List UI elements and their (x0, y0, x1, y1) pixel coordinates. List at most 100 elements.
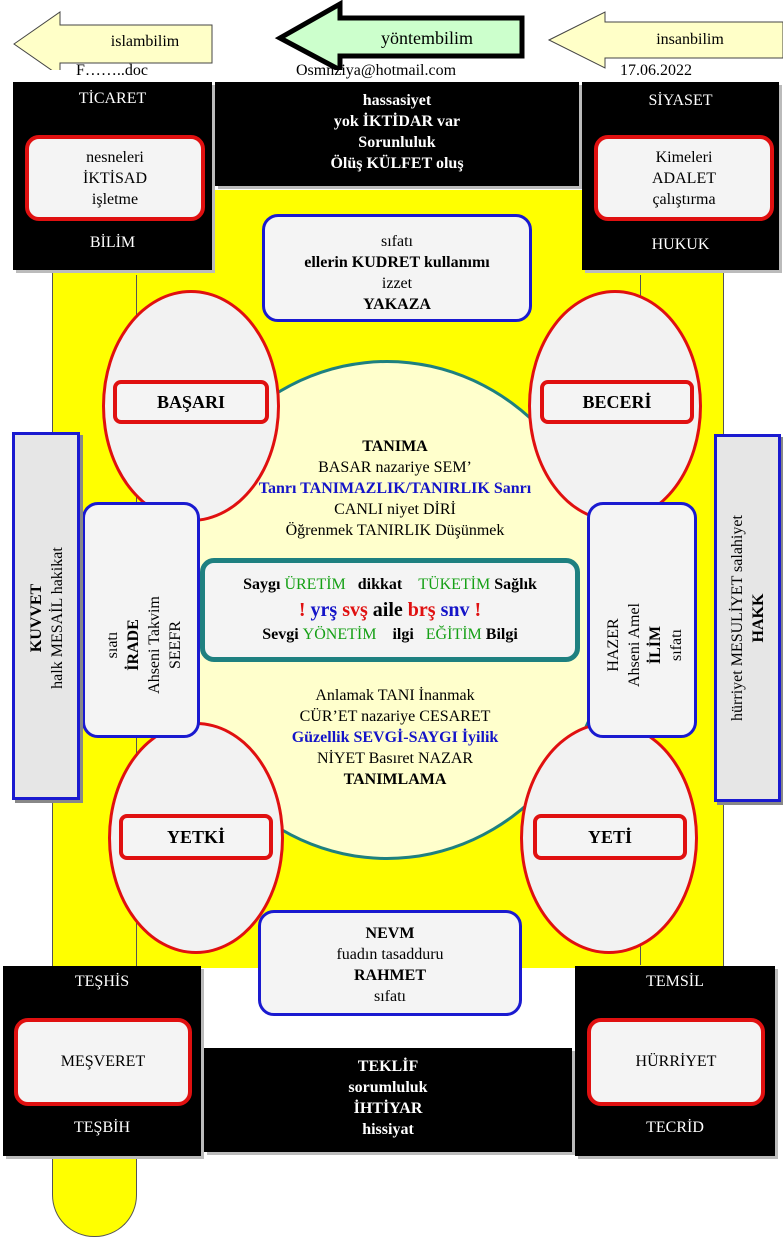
right-blue-line-2: Ahseni Amel (626, 603, 643, 687)
center-row-2: ! yrş svş aile brş snv ! (205, 597, 575, 623)
yeti-label: YETİ (587, 826, 632, 847)
uretim-text: ÜRETİM (284, 576, 346, 593)
left-blue-line-1: sıatı (104, 631, 121, 659)
bottom-blue-line-4: sıfatı (374, 988, 406, 1005)
bottom-blue-line-3: RAHMET (354, 967, 426, 984)
left-blue-text: sıatı İRADE Ahseni Takvim SEEFR (102, 545, 186, 745)
yrs-text: yrş (310, 599, 338, 621)
right-blue-line-1: HAZER (605, 618, 622, 672)
circle-top-line-3: Tanrı TANIMAZLIK/TANIRLIK Sanrı (258, 480, 532, 497)
exclaim-right: ! (474, 599, 482, 621)
left-blue-line-2: İRADE (125, 619, 142, 671)
circle-bottom-line-3: Güzellik SEVGİ-SAYGI İyilik (291, 729, 499, 746)
tesbih-label: TEŞBİH (74, 1119, 130, 1136)
right-blue-box: HAZER Ahseni Amel İLİM sıfatı (587, 502, 697, 738)
hakk-label: HAKK (750, 593, 767, 643)
circle-top-line-1: TANIMA (362, 438, 428, 455)
left-blue-line-4: SEEFR (167, 621, 184, 670)
top-center-box: hassasiyet yok İKTİDAR var Sorunluluk Öl… (215, 82, 579, 186)
center-row-1: Saygı ÜRETİM dikkat TÜKETİM Sağlık (205, 573, 575, 597)
beceri-label: BECERİ (582, 391, 652, 412)
circle-top-line-4: CANLI niyet DİRİ (334, 501, 456, 518)
dikkat-text: dikkat (357, 576, 403, 593)
top-center-line-1: hassasiyet (362, 92, 432, 109)
top-blue-line-1: sıfatı (381, 233, 413, 250)
yeti-label-box: YETİ (533, 814, 687, 860)
aile-text: aile (372, 599, 403, 621)
exclaim-left: ! (298, 599, 306, 621)
right-blue-line-3: İLİM (647, 625, 664, 665)
bottom-center-line-4: hissiyat (362, 1121, 414, 1138)
yonetim-text: YÖNETİM (302, 626, 377, 643)
left-arrow-shape (13, 11, 213, 70)
left-gray-box: KUVVET halk MESAİL hakikat (12, 432, 80, 800)
mesveret-box: MEŞVERET (14, 1018, 192, 1106)
bottom-blue-line-2: fuadın tasadduru (336, 946, 444, 963)
center-arrow-label: yöntembilim (381, 28, 473, 48)
bottom-center-line-1: TEKLİF (357, 1058, 419, 1075)
yetki-label-box: YETKİ (119, 814, 273, 860)
circle-top-text: TANIMA BASAR nazariye SEM’ Tanrı TANIMAZ… (200, 436, 590, 541)
saygi-text: Saygı (243, 576, 281, 593)
top-left-bottom-label: BİLİM (89, 234, 136, 251)
right-blue-text: HAZER Ahseni Amel İLİM sıfatı (603, 545, 687, 745)
top-left-inner-1: nesneleri (86, 148, 144, 166)
left-gray-text: KUVVET halk MESAİL hakikat (26, 468, 68, 768)
right-blue-line-4: sıfatı (668, 629, 685, 661)
top-left-inner-2: İKTİSAD (83, 169, 147, 187)
brs-text: brş (407, 599, 436, 621)
right-gray-box: hürriyet MESULİYET salahiyet HAKK (714, 434, 781, 802)
top-blue-box: sıfatı ellerin KUDRET kullanımı izzet YA… (262, 214, 532, 322)
circle-bottom-line-4: NİYET Basıret NAZAR (316, 750, 474, 767)
top-right-inner-box: Kimeleri ADALET çalıştırma (594, 135, 774, 221)
bilgi-text: Bilgi (485, 626, 518, 643)
top-right-inner-2: ADALET (652, 169, 716, 187)
top-center-line-3: Sorunluluk (358, 134, 436, 151)
tuketim-text: TÜKETİM (418, 576, 491, 593)
top-right-inner-1: Kimeleri (655, 148, 713, 166)
bottom-blue-box: NEVM fuadın tasadduru RAHMET sıfatı (258, 910, 522, 1016)
circle-top-line-2: BASAR nazariye SEM’ (318, 459, 472, 476)
hurriyet-label: HÜRRİYET (635, 1053, 717, 1070)
top-blue-line-2: ellerin KUDRET kullanımı (304, 254, 490, 271)
left-blue-line-3: Ahseni Takvim (146, 596, 163, 694)
egitim-text: EĞİTİM (425, 626, 482, 643)
basari-label: BAŞARI (156, 391, 226, 412)
center-arrow-shape (274, 0, 525, 70)
snv-text: snv (440, 599, 470, 621)
left-arrow-label: islambilim (110, 33, 180, 50)
kuvvet-label: KUVVET (28, 583, 45, 653)
beceri-label-box: BECERİ (540, 380, 694, 424)
circle-bottom-text: Anlamak TANI İnanmak CÜR’ET nazariye CES… (200, 685, 590, 790)
circle-top-line-5: Öğrenmek TANIRLIK Düşünmek (285, 522, 505, 539)
header-arrows (13, 0, 783, 70)
top-left-top-label: TİCARET (78, 90, 147, 107)
tecrid-label: TECRİD (646, 1119, 704, 1136)
top-right-inner-3: çalıştırma (652, 190, 716, 208)
left-blue-box: sıatı İRADE Ahseni Takvim SEEFR (82, 502, 200, 738)
top-center-line-4: Ölüş KÜLFET oluş (330, 155, 464, 172)
ilgi-text: ilgi (392, 626, 414, 643)
top-right-bottom-label: HUKUK (651, 236, 710, 253)
basari-label-box: BAŞARI (113, 380, 269, 424)
sevgi-text: Sevgi (262, 626, 299, 643)
date-label: 17.06.2022 (620, 62, 692, 79)
center-box: Saygı ÜRETİM dikkat TÜKETİM Sağlık ! yrş… (200, 558, 580, 662)
doc-filename: F……..doc (76, 62, 148, 79)
hurriyet-box: HÜRRİYET (587, 1018, 765, 1106)
right-gray-text: hürriyet MESULİYET salahiyet HAKK (727, 468, 769, 768)
right-arrow-shape (547, 11, 783, 69)
right-arrow-label: insanbilim (656, 31, 724, 48)
bottom-center-line-2: sorumluluk (348, 1079, 428, 1096)
temsil-label: TEMSİL (646, 973, 704, 990)
left-gray-sub: halk MESAİL hakikat (49, 547, 66, 689)
top-blue-line-4: YAKAZA (363, 296, 431, 313)
email-address: Osmnziya@hotmail.com (296, 62, 457, 79)
top-left-inner-box: nesneleri İKTİSAD işletme (25, 135, 205, 221)
yetki-label: YETKİ (166, 826, 226, 847)
circle-bottom-line-5: TANIMLAMA (343, 771, 447, 788)
bottom-blue-line-1: NEVM (365, 925, 415, 942)
saglik-text: Sağlık (494, 576, 537, 593)
center-row-3: Sevgi YÖNETİM ilgi EĞİTİM Bilgi (205, 623, 575, 647)
teshis-label: TEŞHİS (74, 973, 130, 990)
